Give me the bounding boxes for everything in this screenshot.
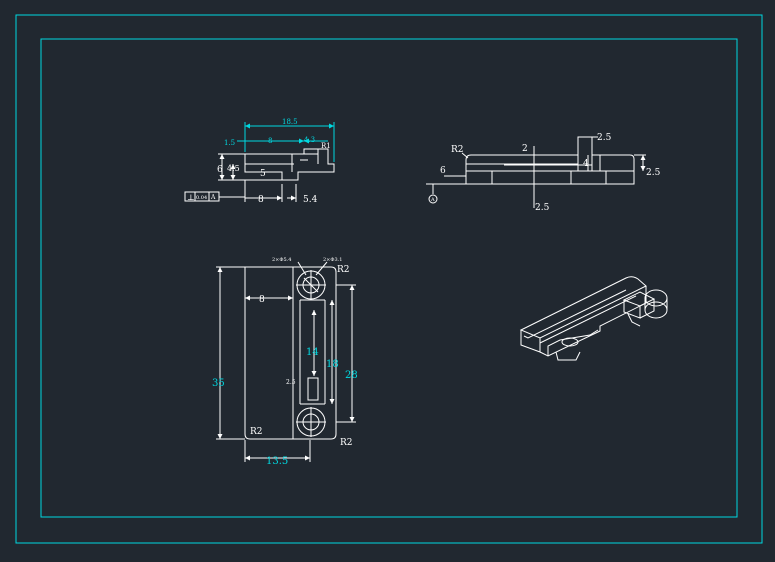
front-dim-bottom: 8 <box>258 195 264 205</box>
front-dim-top: 8 <box>268 137 272 145</box>
front-dim-slot: 4.3 <box>304 136 315 144</box>
top-dim-slot: 14 <box>306 347 319 358</box>
side-dim-bottom: 2.5 <box>535 203 550 213</box>
top-dim-inner: 18 <box>326 359 339 370</box>
top-radius-bottom-right: R2 <box>340 438 353 448</box>
tolerance-value: 0.04 <box>196 195 207 201</box>
top-dim-width: 13.5 <box>266 456 288 467</box>
side-view-outline <box>465 136 635 185</box>
front-dim-radius: R1 <box>321 142 331 150</box>
top-dim-inset: 8 <box>259 295 265 305</box>
top-radius-bottom-left: R2 <box>250 427 263 437</box>
top-hole-left: 2×Φ5.4 <box>272 257 291 263</box>
side-dim-radius: R2 <box>451 145 464 155</box>
top-view-outline <box>244 266 337 440</box>
tolerance-datum: A <box>210 194 216 201</box>
side-dim-top: 2 <box>522 144 528 154</box>
top-dim-outer: 28 <box>345 370 358 381</box>
side-view: 2.5 2.5 4 2 R2 6 A 2.5 <box>426 133 661 213</box>
front-dim-height-inner: 4.5 <box>227 164 240 173</box>
top-dim-height: 35 <box>212 378 225 389</box>
top-view: 2×Φ5.4 2×Φ3.1 R2 8 14 18 28 35 2.5 R2 R2… <box>212 257 358 467</box>
outer-frame <box>15 14 763 544</box>
front-dim-left: 1.5 <box>224 139 235 147</box>
iso-view <box>519 276 668 361</box>
hole-bottom <box>296 407 326 437</box>
hole-top <box>296 270 326 300</box>
front-view-outline <box>244 148 335 181</box>
top-radius-top-right: R2 <box>337 265 350 275</box>
front-dim-bottom-right: 5.4 <box>303 195 318 205</box>
top-hole-right: 2×Φ3.1 <box>323 257 342 263</box>
tolerance-symbol: ⊥ <box>187 193 195 202</box>
side-dim-left: 6 <box>440 166 446 176</box>
side-dim-inner: 4 <box>583 159 589 169</box>
side-dim-tab: 2.5 <box>597 133 612 143</box>
side-dim-right: 2.5 <box>646 168 661 178</box>
iso-body-top <box>519 276 647 339</box>
inner-frame <box>40 38 738 518</box>
side-datum: A <box>430 197 435 203</box>
top-dim-small: 2.5 <box>286 379 296 386</box>
front-dim-overall: 18.5 <box>282 118 298 126</box>
front-view: 18.5 1.5 8 4.3 R1 6 4.5 5 ⊥ 0.04 A 8 <box>184 118 335 205</box>
front-dim-step: 5 <box>260 169 266 179</box>
tolerance-frame: ⊥ 0.04 A <box>184 191 245 202</box>
front-dim-height: 6 <box>217 165 223 175</box>
